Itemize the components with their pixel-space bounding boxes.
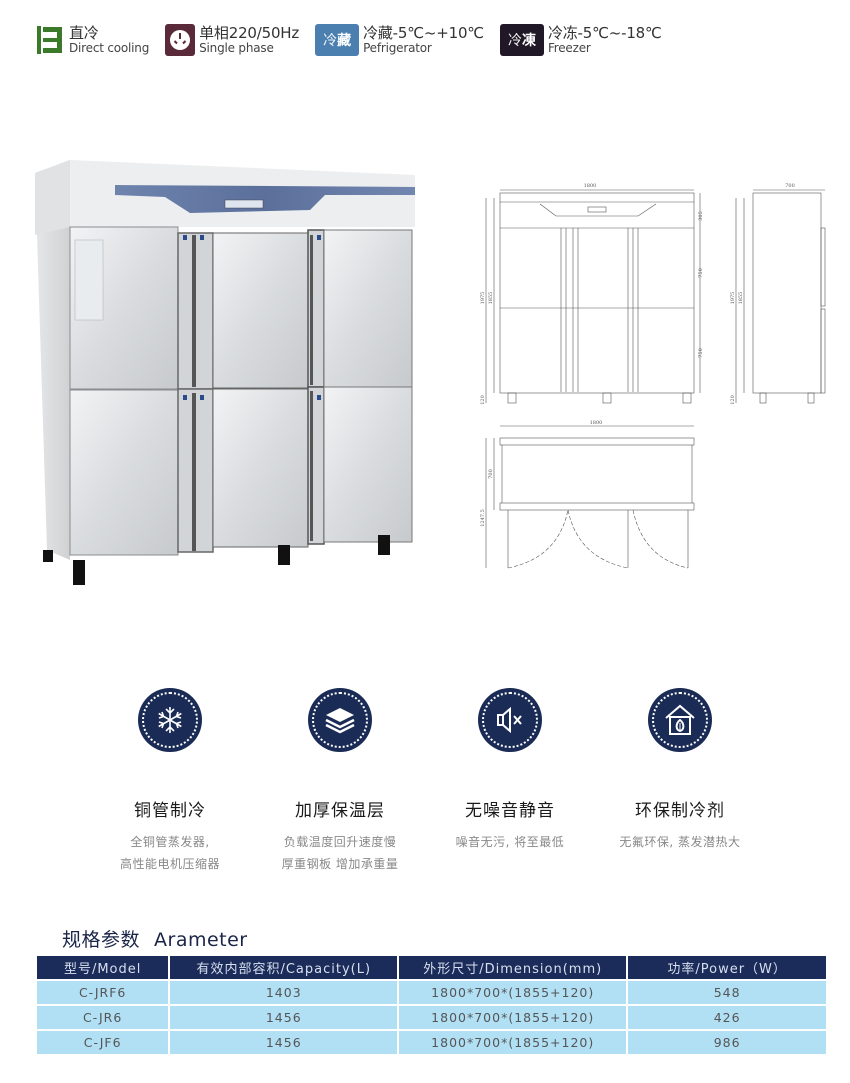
badge-refrigerator: 冷藏 冷藏-5℃~+10℃ Pefrigerator [315,24,484,56]
svg-text:1855: 1855 [738,292,744,305]
header-model: 型号/Model [37,956,169,979]
svg-text:120: 120 [730,395,736,405]
feature-desc: 负载温度回升速度慢 厚重钢板 增加承重量 [281,835,399,871]
feature-title: 环保制冷剂 [635,801,725,821]
table-row: C-JRF6 1403 1800*700*(1855+120) 548 [37,981,826,1004]
plug-icon [165,24,196,56]
svg-text:700: 700 [785,183,795,189]
top-plan-drawing: 1800 700 1247.5 [478,418,703,578]
features-row: 铜管制冷 全铜管蒸发器, 高性能电机压缩器 加厚保温层 负载温度回升速度慢 厚重… [85,688,765,875]
feature-desc: 噪音无污, 将至最低 [455,835,565,849]
svg-text:750: 750 [698,348,703,358]
cell-power: 986 [628,1031,826,1054]
cell-dimension: 1800*700*(1855+120) [399,1031,627,1054]
svg-text:1975: 1975 [730,292,736,305]
table-row: C-JF6 1456 1800*700*(1855+120) 986 [37,1031,826,1054]
snowflake-icon [138,688,202,752]
cell-power: 426 [628,1006,826,1029]
table-row: C-JR6 1456 1800*700*(1855+120) 426 [37,1006,826,1029]
svg-text:1975: 1975 [480,292,486,305]
badge-subtitle: Freezer [547,41,591,55]
cell-dimension: 1800*700*(1855+120) [399,981,627,1004]
feature-silent: 无噪音静音 噪音无污, 将至最低 [425,688,595,875]
badge-subtitle: Pefrigerator [363,41,432,55]
feature-desc: 无氟环保, 蒸发潜热大 [619,835,741,849]
badge-subtitle: Direct cooling [69,41,150,55]
layers-icon [308,688,372,752]
cell-model: C-JF6 [37,1031,169,1054]
direct-cooling-icon [35,24,65,56]
badge-title: 直冷 [69,24,99,42]
cell-model: C-JRF6 [37,981,169,1004]
feature-thick-insulation: 加厚保温层 负载温度回升速度慢 厚重钢板 增加承重量 [255,688,425,875]
badge-subtitle: Single phase [199,41,274,55]
cell-power: 548 [628,981,826,1004]
feature-eco-refrigerant: 环保制冷剂 无氟环保, 蒸发潜热大 [595,688,765,875]
svg-text:305: 305 [698,211,703,221]
feature-copper-cooling: 铜管制冷 全铜管蒸发器, 高性能电机压缩器 [85,688,255,875]
cell-capacity: 1403 [170,981,398,1004]
badge-freezer: 冷凍 冷冻-5℃~-18℃ Freezer [499,24,662,56]
spec-table: 型号/Model 有效内部容积/Capacity(L) 外形尺寸/Dimensi… [35,954,828,1056]
svg-text:1800: 1800 [584,183,597,189]
svg-text:750: 750 [698,268,703,278]
front-elevation-drawing: 1800 1975 1855 305 750 750 120 [478,178,704,408]
cell-capacity: 1456 [170,1031,398,1054]
cell-capacity: 1456 [170,1006,398,1029]
header-dimension: 外形尺寸/Dimension(mm) [399,956,627,979]
cell-model: C-JR6 [37,1006,169,1029]
badge-single-phase: 单相220/50Hz Single phase [165,24,299,56]
table-header-row: 型号/Model 有效内部容积/Capacity(L) 外形尺寸/Dimensi… [37,956,826,979]
feature-desc: 全铜管蒸发器, 高性能电机压缩器 [119,835,220,871]
badge-direct-cooling: 直冷 Direct cooling [35,24,149,56]
svg-text:1800: 1800 [590,420,603,426]
feature-title: 加厚保温层 [295,801,385,821]
svg-text:1855: 1855 [488,292,494,305]
eco-house-icon [648,688,712,752]
mute-speaker-icon [478,688,542,752]
svg-text:700: 700 [488,469,494,479]
badge-title: 单相220/50Hz [199,24,300,42]
product-image [35,155,415,595]
header-power: 功率/Power（W） [628,956,826,979]
badge-title: 冷冻-5℃~-18℃ [547,24,662,42]
header-capacity: 有效内部容积/Capacity(L) [170,956,398,979]
svg-text:120: 120 [480,395,486,405]
refrigerator-icon: 冷藏 [315,24,360,56]
freezer-icon: 冷凍 [499,24,544,56]
feature-badges: 直冷 Direct cooling 单相220/50Hz Single phas… [35,24,678,56]
svg-text:1247.5: 1247.5 [480,509,486,527]
badge-title: 冷藏-5℃~+10℃ [363,24,484,42]
feature-title: 铜管制冷 [134,801,206,821]
side-elevation-drawing: 700 1975 1855 120 [728,178,833,408]
cell-dimension: 1800*700*(1855+120) [399,1006,627,1029]
feature-title: 无噪音静音 [465,801,555,821]
